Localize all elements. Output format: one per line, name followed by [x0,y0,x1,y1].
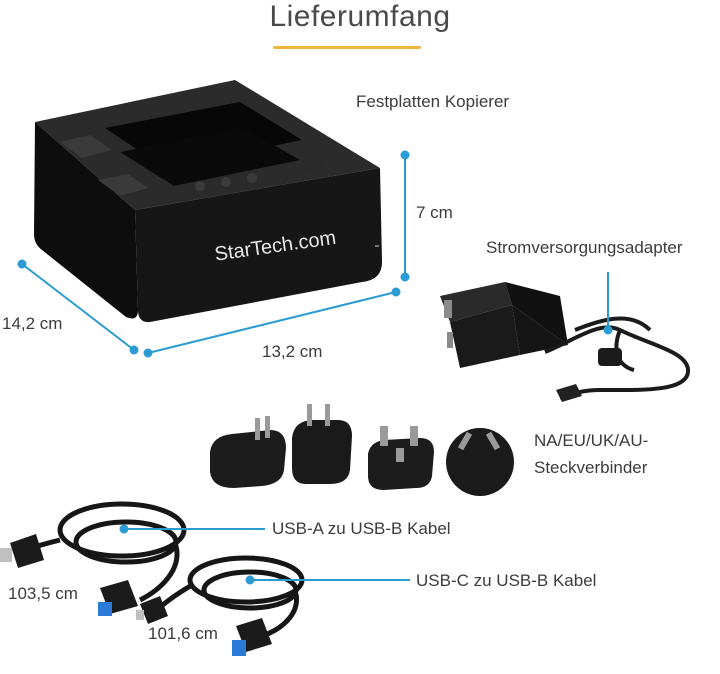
label-power-adapter: Stromversorgungsadapter [486,238,683,257]
label-height: 7 cm [416,203,453,222]
ferrite-core [598,348,622,366]
label-depth: 14,2 cm [2,314,63,333]
label-usb-a-length: 103,5 cm [8,584,78,603]
label-duplicator: Festplatten Kopierer [356,92,510,111]
title-underline [273,46,421,49]
usb-c-cable-leader [245,575,410,585]
label-usb-a-cable: USB-A zu USB-B Kabel [272,519,451,538]
dimension-lines [17,150,410,358]
label-usb-c-length: 101,6 cm [148,624,218,643]
usb-a-to-usb-b-cable [0,501,187,616]
hard-drive-duplicator-dock [34,80,382,323]
label-plugs-line2: Steckverbinder [534,458,648,477]
na-plug-adapter [210,416,286,488]
label-width: 13,2 cm [262,342,323,361]
page-title: Lieferumfang [269,0,451,33]
uk-plug-adapter [368,426,434,490]
eu-plug-adapter [292,404,352,484]
power-adapter-leader [603,272,613,335]
usb-a-cable-leader [119,524,265,534]
power-adapter [440,282,568,368]
label-usb-c-cable: USB-C zu USB-B Kabel [416,571,597,590]
label-plugs-line1: NA/EU/UK/AU- [534,431,649,450]
barrel-plug [556,384,582,402]
usb-c-to-usb-b-cable [136,555,305,656]
au-plug-adapter [446,428,514,496]
